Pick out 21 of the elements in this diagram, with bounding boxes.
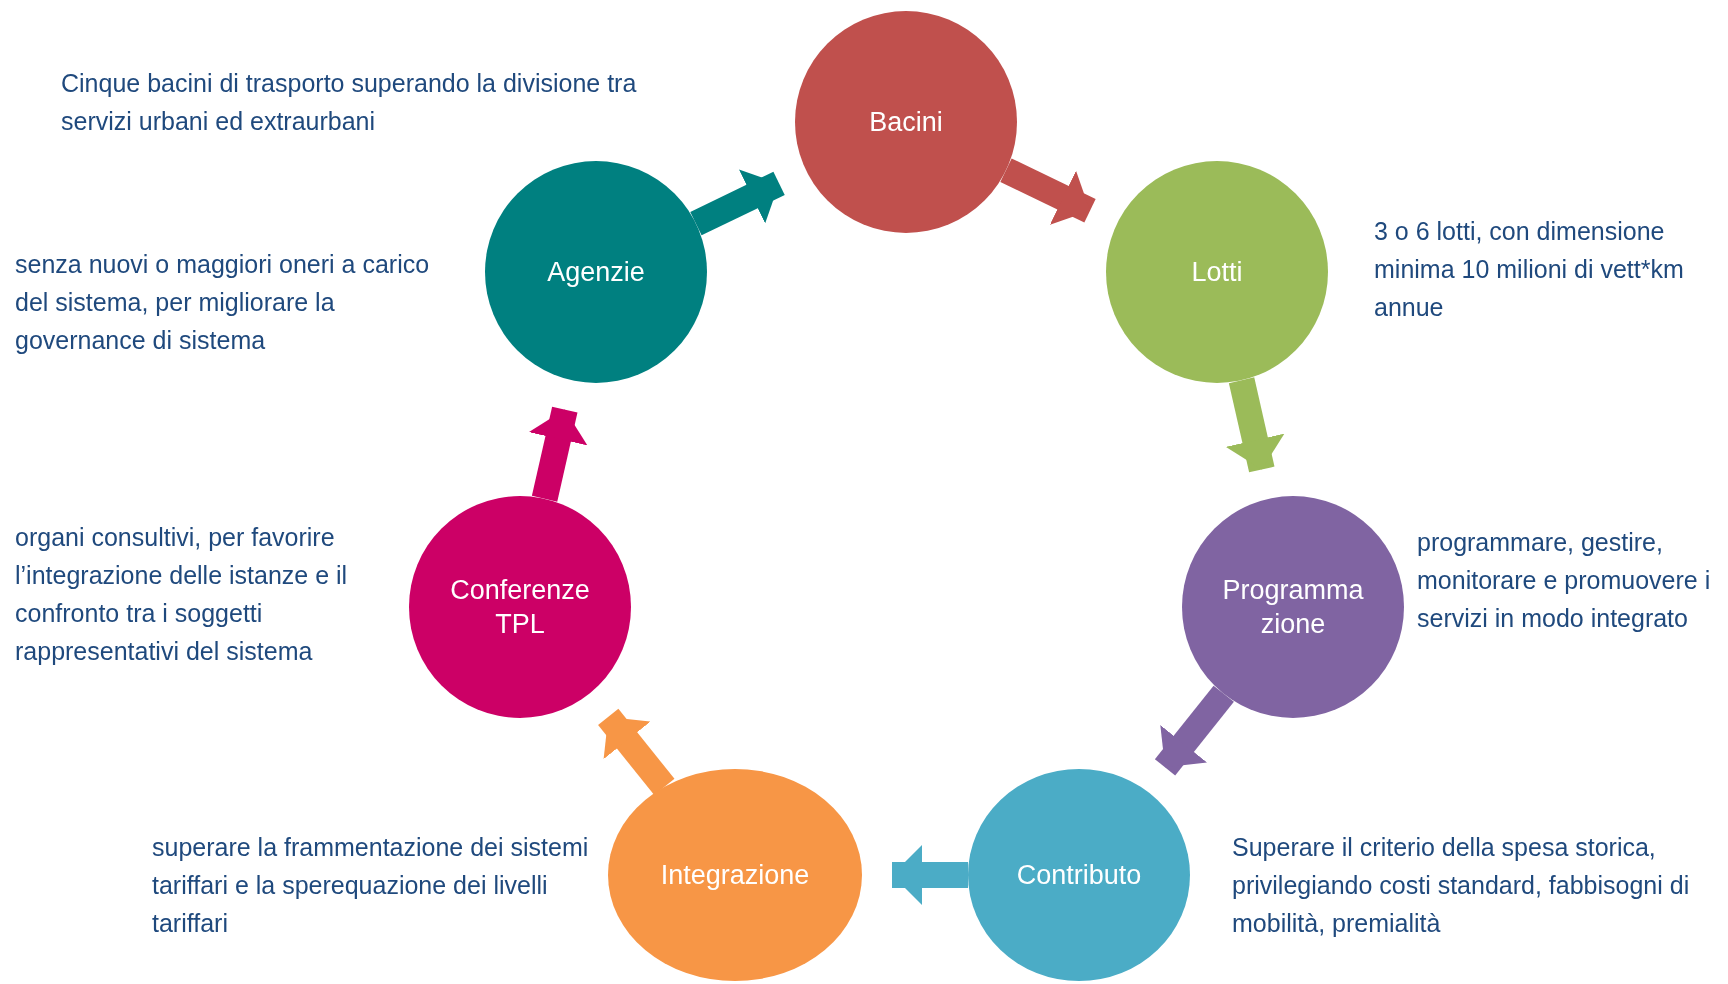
arrow	[1000, 158, 1096, 225]
arrow	[598, 708, 675, 796]
node-label: Conferenze TPL	[449, 574, 591, 641]
arrow	[892, 845, 968, 905]
description-text: organi consultivi, per favorire l’integrazione delle istanze e il confronto tra i soggetti rappresentativi del sistema	[15, 522, 349, 667]
node-label: Programma zione	[1221, 574, 1365, 641]
arrow	[1225, 377, 1285, 473]
description-text: 3 o 6 lotti, con dimensione minima 10 milioni di vett*km annue	[1374, 216, 1685, 323]
description-text: Cinque bacini di trasporto superando la divisione tra servizi urbani ed extraurbani	[61, 68, 638, 137]
node-label: Integrazione	[659, 859, 811, 892]
arrow	[528, 406, 588, 502]
description-text: programmare, gestire, monitorare e promuovere i servizi in modo integrato	[1417, 527, 1712, 634]
description-text: senza nuovi o maggiori oneri a carico del sistema, per migliorare la governance di sistema	[15, 249, 431, 356]
arrow	[1154, 685, 1234, 776]
node-label: Agenzie	[546, 256, 646, 289]
description-text: Superare il criterio della spesa storica, privilegiando costi standard, fabbisogni di mobilità, premialità	[1232, 832, 1691, 939]
arrow	[690, 169, 785, 236]
node-label: Contributo	[1015, 859, 1143, 892]
node-label: Bacini	[868, 106, 944, 139]
node-label: Lotti	[1190, 256, 1244, 289]
description-text: superare la frammentazione dei sistemi tariffari e la sperequazione dei livelli tariffari	[152, 832, 590, 939]
